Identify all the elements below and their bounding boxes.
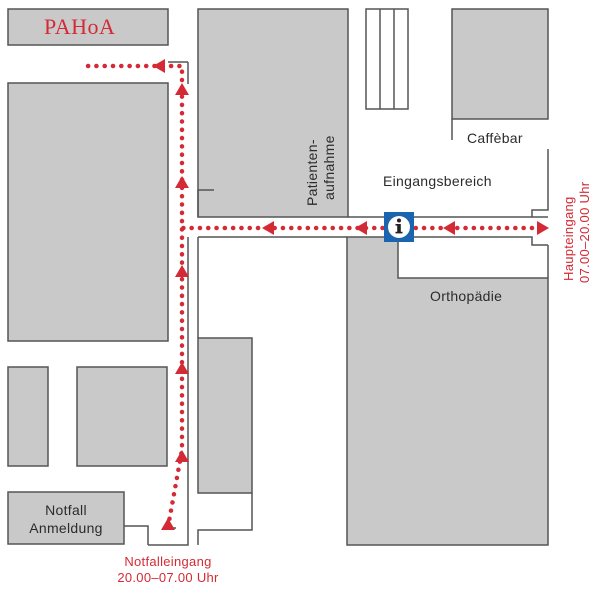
building-left-large (7, 82, 169, 342)
building-patientenaufnahme (197, 8, 349, 218)
emergency-registration-label-1: Notfall (45, 502, 87, 518)
info-icon (395, 218, 403, 234)
info-point[interactable] (384, 212, 414, 242)
building-notfall-anmeldung (7, 491, 125, 545)
building-left-small-2 (76, 366, 168, 467)
orthopedics-label: Orthopädie (430, 288, 502, 304)
emergency-entrance-hours: 20.00–07.00 Uhr (117, 570, 219, 585)
route-emergency (77, 59, 189, 530)
route-arrow (175, 362, 189, 374)
brand-logo: PAHoA (44, 14, 115, 39)
patient-admission-label-1: Patienten- (304, 139, 320, 206)
cafe-label: Caffèbar (467, 130, 523, 146)
emergency-entrance-label: Notfalleingang (124, 554, 211, 569)
route-arrow (175, 176, 189, 188)
main-entrance-hours: 07.00–20.00 Uhr (577, 181, 592, 283)
route-arrow (175, 83, 189, 95)
main-entrance-label: Haupteingang (561, 196, 576, 281)
route-arrow (537, 221, 549, 235)
route-arrow (175, 265, 189, 277)
route-arrow (161, 518, 175, 530)
building-mid-narrow (197, 337, 253, 494)
corridor-walls (124, 61, 549, 546)
building-orthopaedie (346, 236, 549, 546)
route-main (179, 221, 549, 235)
route-arrow (262, 221, 274, 235)
building-left-small-1 (7, 366, 49, 467)
route-arrow (443, 221, 455, 235)
entrance-area-label: Eingangsbereich (383, 173, 492, 189)
route-arrow (153, 59, 165, 73)
patient-admission-label-2: aufnahme (321, 135, 337, 200)
route-arrow (175, 450, 189, 462)
emergency-registration-label-2: Anmeldung (29, 520, 103, 536)
building-top-right (451, 8, 549, 120)
building-top-left (7, 8, 169, 46)
route-arrow (355, 221, 367, 235)
staircase (365, 8, 409, 110)
